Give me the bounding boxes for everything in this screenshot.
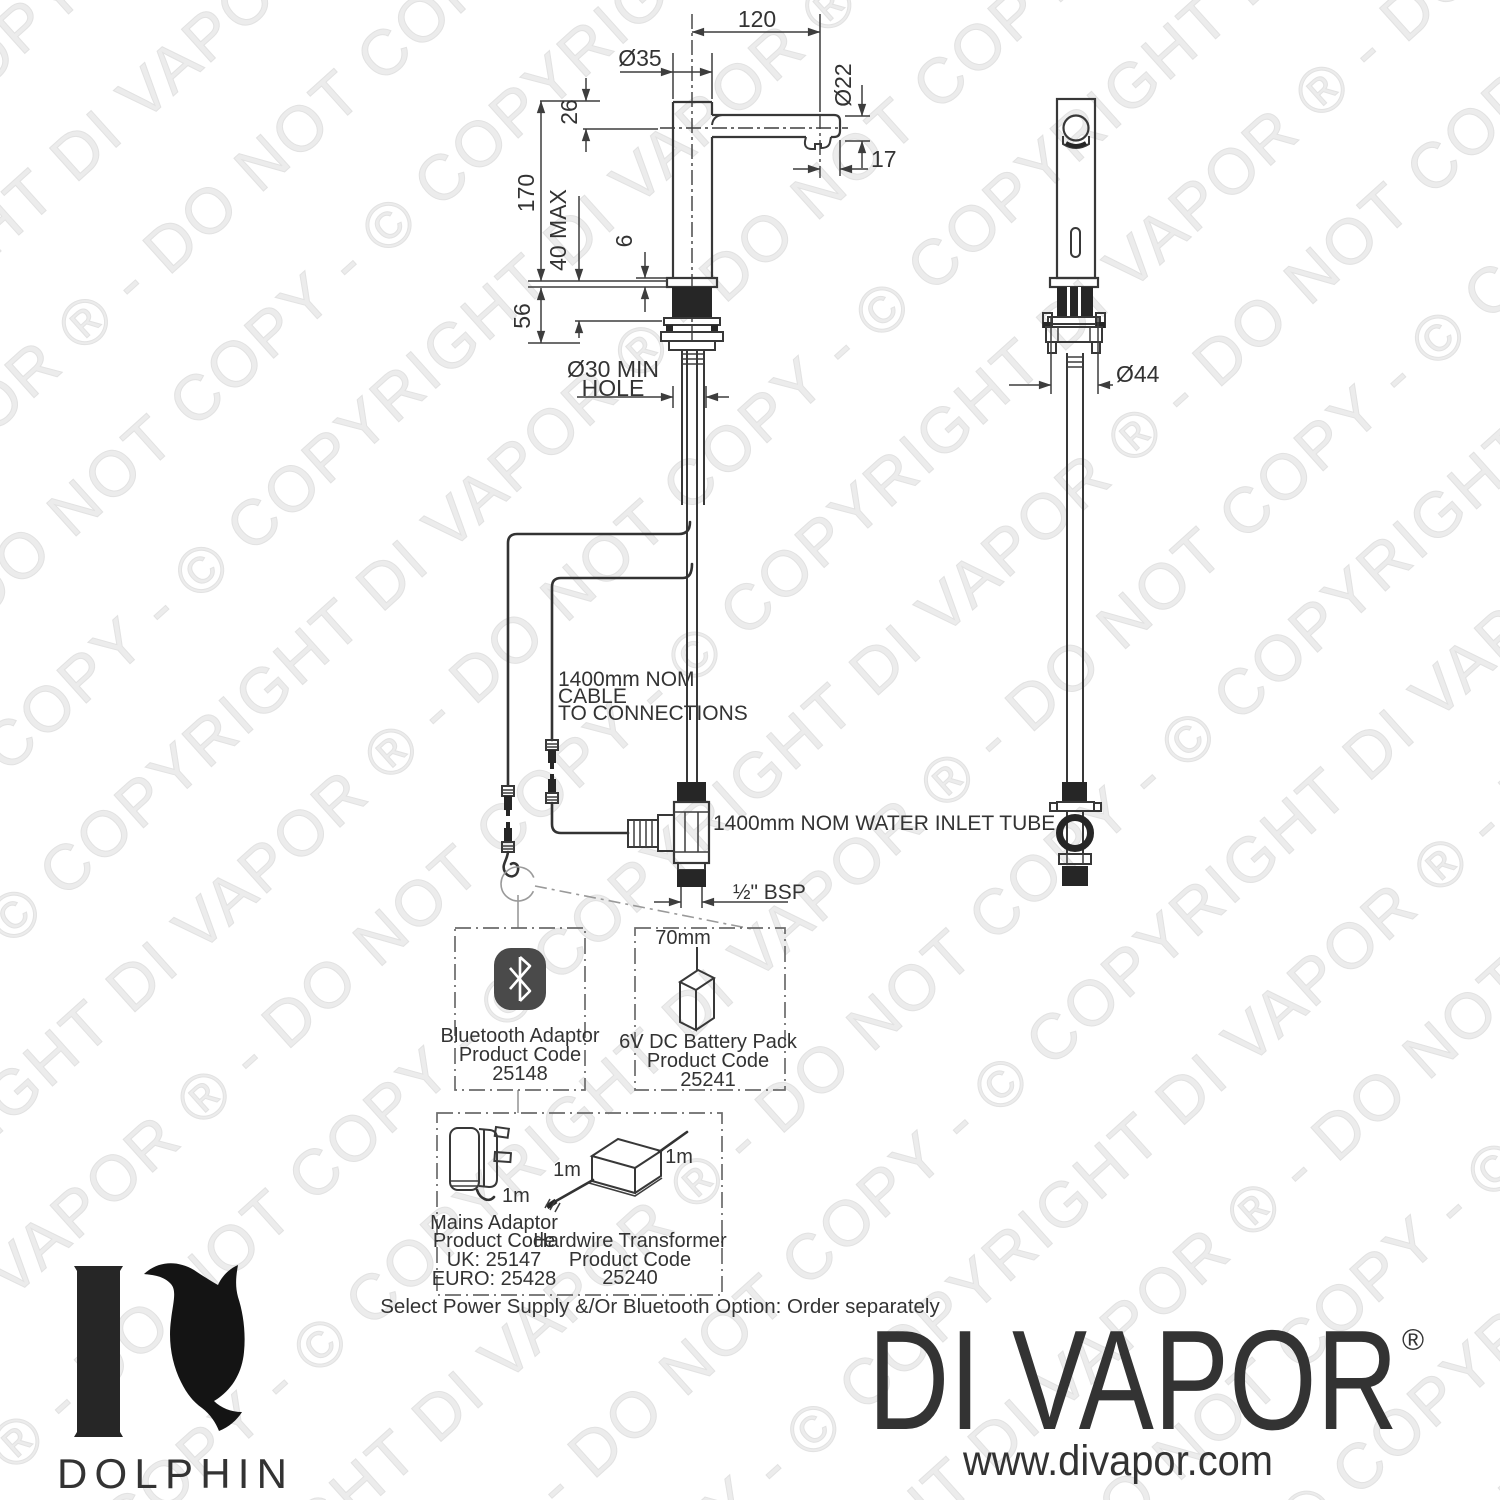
mains-label-2: Product Code [433, 1230, 555, 1252]
front-shank [1057, 287, 1093, 317]
bsp-thread-label: ½" BSP [733, 881, 806, 904]
cable-connector-a2 [501, 822, 515, 853]
website-url: www.divapor.com [962, 1437, 1273, 1485]
cable-connector-a1 [501, 785, 515, 816]
cable-to-solenoid [550, 801, 630, 835]
mains-cable-length: 1m [502, 1185, 530, 1207]
hardwire-cable-right: 1m [665, 1146, 693, 1168]
front-backnut [1045, 326, 1103, 343]
battery-label-2: Product Code [647, 1050, 769, 1072]
front-flange [1048, 276, 1100, 289]
dolphin-logo: DOLPHIN [57, 1263, 287, 1497]
cable-note-line2: CABLE [558, 685, 627, 708]
solenoid-valve-side [627, 782, 711, 887]
dolphin-logo-bar [74, 1266, 123, 1437]
clamp-bolt-left [666, 325, 673, 332]
solenoid-cable [550, 562, 694, 742]
cable-end-hook [502, 850, 520, 878]
clamp-plate [663, 317, 721, 326]
mains-code-euro: EURO: 25428 [432, 1268, 557, 1290]
dolphin-flipper [180, 1305, 202, 1338]
mains-code-uk: UK: 25147 [447, 1249, 542, 1271]
bluetooth-icon-rune [509, 956, 532, 1002]
front-view-tap: Ø44 [1009, 97, 1160, 886]
extension-lines [528, 14, 870, 908]
spout-fillet [711, 114, 723, 126]
dim-44-label: Ø44 [1116, 361, 1160, 387]
cable-connector-b1 [545, 739, 559, 769]
sensor-window [1070, 227, 1081, 258]
mains-label-1: Mains Adaptor [430, 1212, 558, 1234]
front-clamp-plate [1047, 316, 1101, 325]
cable-note-line1: 1400mm NOM [558, 668, 695, 691]
battery-pack-drawing [678, 968, 716, 1032]
dim-hole-line2: HOLE [582, 375, 645, 401]
power-option-box [436, 1112, 723, 1296]
divapor-wordmark: DI VAPOR [868, 1301, 1398, 1460]
option-callouts: Bluetooth Adaptor Product Code 25148 70m… [380, 866, 940, 1318]
connector-callout-circle [500, 866, 535, 902]
dim-170-label: 170 [513, 174, 539, 212]
hardwire-code: 25240 [602, 1267, 658, 1289]
hardwire-cable-left: 1m [553, 1159, 581, 1181]
dim-26-label: 26 [556, 99, 582, 125]
inlet-tube-note: 1400mm NOM WATER INLET TUBE [713, 812, 1055, 835]
hardwire-label-2: Product Code [569, 1249, 691, 1271]
dim-40max-label: 40 MAX [545, 189, 571, 271]
callout-leader-battery [534, 885, 753, 930]
registered-trademark-icon: ® [1402, 1324, 1424, 1357]
front-backnut-facets [1057, 327, 1091, 342]
divapor-logo: DI VAPOR ® www.divapor.com [868, 1301, 1424, 1485]
shank-highlight-2 [1078, 287, 1081, 317]
threaded-shank [681, 350, 705, 505]
backnut [668, 340, 716, 351]
battery-label-1: 6V DC Battery Pack [619, 1031, 798, 1053]
side-view-tap: 120 Ø35 Ø22 26 17 170 40 MAX 6 56 Ø30 MI… [501, 6, 1055, 908]
supply-tube [686, 350, 698, 782]
front-supply-tube [1066, 353, 1084, 782]
battery-code: 25241 [680, 1069, 736, 1091]
cable-note-line3: TO CONNECTIONS [558, 702, 748, 725]
battery-option-box [634, 927, 786, 1091]
cable-connector-b2 [545, 774, 559, 804]
dim-56-label: 56 [509, 303, 535, 329]
dimension-lines [536, 27, 868, 907]
shank-seal [672, 287, 712, 318]
dim-22-label: Ø22 [830, 63, 856, 106]
shank-threads [682, 353, 704, 365]
dolphin-wordmark: DOLPHIN [57, 1450, 287, 1497]
shank-highlight-1 [1067, 287, 1070, 317]
bluetooth-code: 25148 [492, 1063, 548, 1085]
order-note: Select Power Supply &/Or Bluetooth Optio… [380, 1295, 940, 1318]
dim-17-label: 17 [871, 146, 897, 172]
dim-35-label: Ø35 [618, 45, 661, 71]
front-spout-shadow [1064, 141, 1088, 148]
dolphin-silhouette [144, 1263, 245, 1431]
dim-120-label: 120 [738, 6, 776, 32]
hardwire-label-1: Hardwire Transformer [533, 1230, 727, 1252]
hardwire-transformer-drawing [544, 1130, 689, 1213]
front-clamp-bolts [1042, 312, 1106, 354]
bluetooth-label-1: Bluetooth Adaptor [440, 1025, 599, 1047]
clamp-bolt-right [711, 325, 718, 332]
front-shank-threads [1067, 356, 1083, 368]
front-spout-outlet [1062, 114, 1090, 142]
bluetooth-option-box [454, 927, 586, 1091]
mains-adaptor-drawing [449, 1125, 513, 1202]
tap-body-outline [671, 100, 714, 278]
battery-height-label: 70mm [655, 927, 711, 949]
dim-6-label: 6 [611, 235, 637, 248]
bluetooth-label-2: Product Code [459, 1044, 581, 1066]
sensor-cable [506, 520, 692, 787]
aerator-outlet [803, 136, 832, 150]
dim-hole-line1: Ø30 MIN [567, 356, 659, 382]
solenoid-valve-front [1049, 782, 1102, 886]
tap-spout-outline [712, 113, 842, 139]
